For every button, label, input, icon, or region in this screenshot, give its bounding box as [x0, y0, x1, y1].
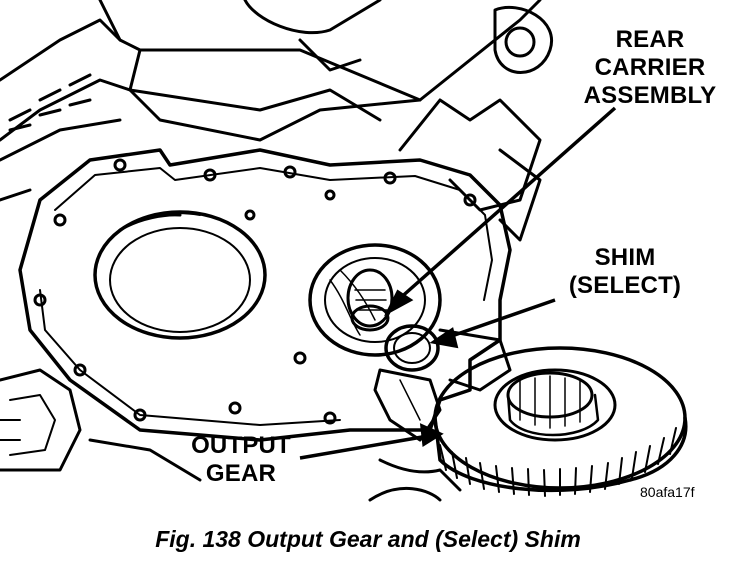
- rear-carrier-line-1: REAR: [615, 26, 685, 53]
- shim-line-2: (SELECT): [568, 272, 682, 299]
- reference-code: 80afa17f: [640, 484, 695, 500]
- shim-line-1: SHIM: [594, 244, 656, 271]
- output-gear-label: OUTPUT GEAR: [176, 432, 306, 488]
- output-gear-line-2: GEAR: [205, 460, 277, 487]
- output-gear-line-1: OUTPUT: [191, 432, 291, 459]
- rear-carrier-line-3: ASSEMBLY: [583, 82, 717, 109]
- shim-select-label: SHIM (SELECT): [550, 244, 700, 300]
- figure-caption: Fig. 138 Output Gear and (Select) Shim: [155, 526, 581, 552]
- rear-carrier-assembly-label: REAR CARRIER ASSEMBLY: [560, 26, 736, 110]
- rear-carrier-line-2: CARRIER: [594, 54, 706, 81]
